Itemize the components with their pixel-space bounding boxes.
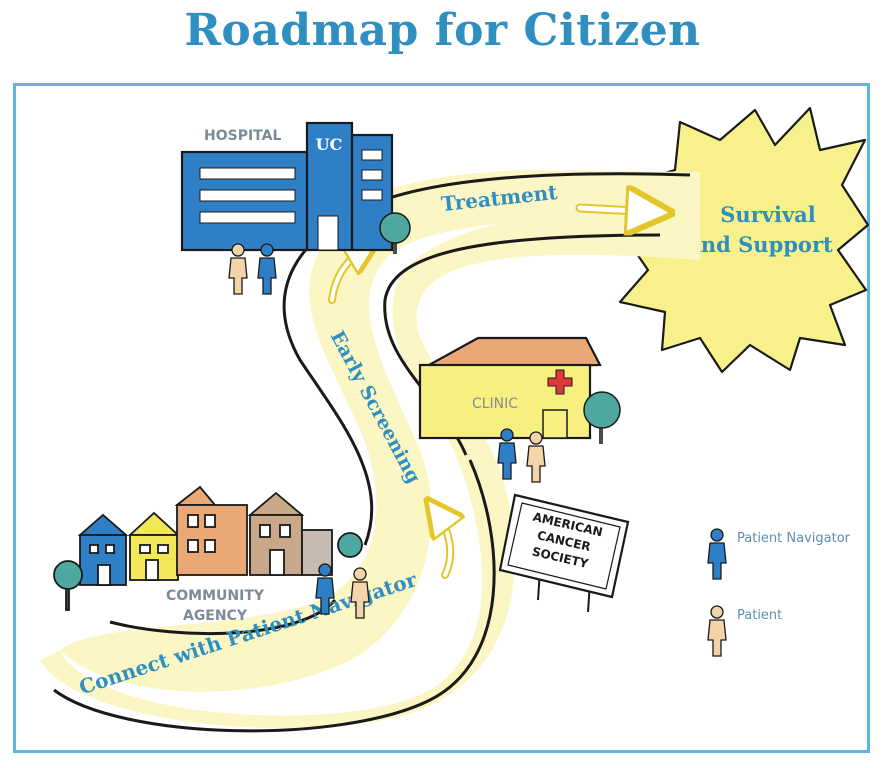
navigator-figure: [497, 428, 517, 480]
legend-navigator-label: Patient Navigator: [737, 531, 851, 546]
journey-path: [40, 170, 700, 733]
patient-figure: [526, 431, 546, 483]
legend-navigator-icon: [707, 528, 727, 580]
community-label-line1: COMMUNITY: [166, 588, 265, 604]
page-title: Roadmap for Citizen: [184, 5, 701, 56]
hospital-sign: UC: [316, 135, 343, 154]
legend: [707, 528, 727, 657]
hospital-label: HOSPITAL: [204, 128, 281, 144]
navigator-figure: [257, 243, 277, 295]
legend-patient-label: Patient: [737, 608, 783, 623]
survival-label-line1: Survival: [720, 202, 815, 227]
survival-label-line2: and Support: [687, 232, 833, 257]
acs-sign: AMERICAN CANCER SOCIETY: [498, 493, 630, 613]
patient-figure: [228, 243, 248, 295]
clinic-label: CLINIC: [472, 396, 518, 412]
clinic-building: CLINIC: [418, 336, 621, 483]
community-label-line2: AGENCY: [183, 608, 248, 624]
legend-patient-icon: [707, 605, 727, 657]
community-houses: [53, 485, 363, 611]
hospital-building: UC HOSPITAL: [180, 121, 411, 295]
